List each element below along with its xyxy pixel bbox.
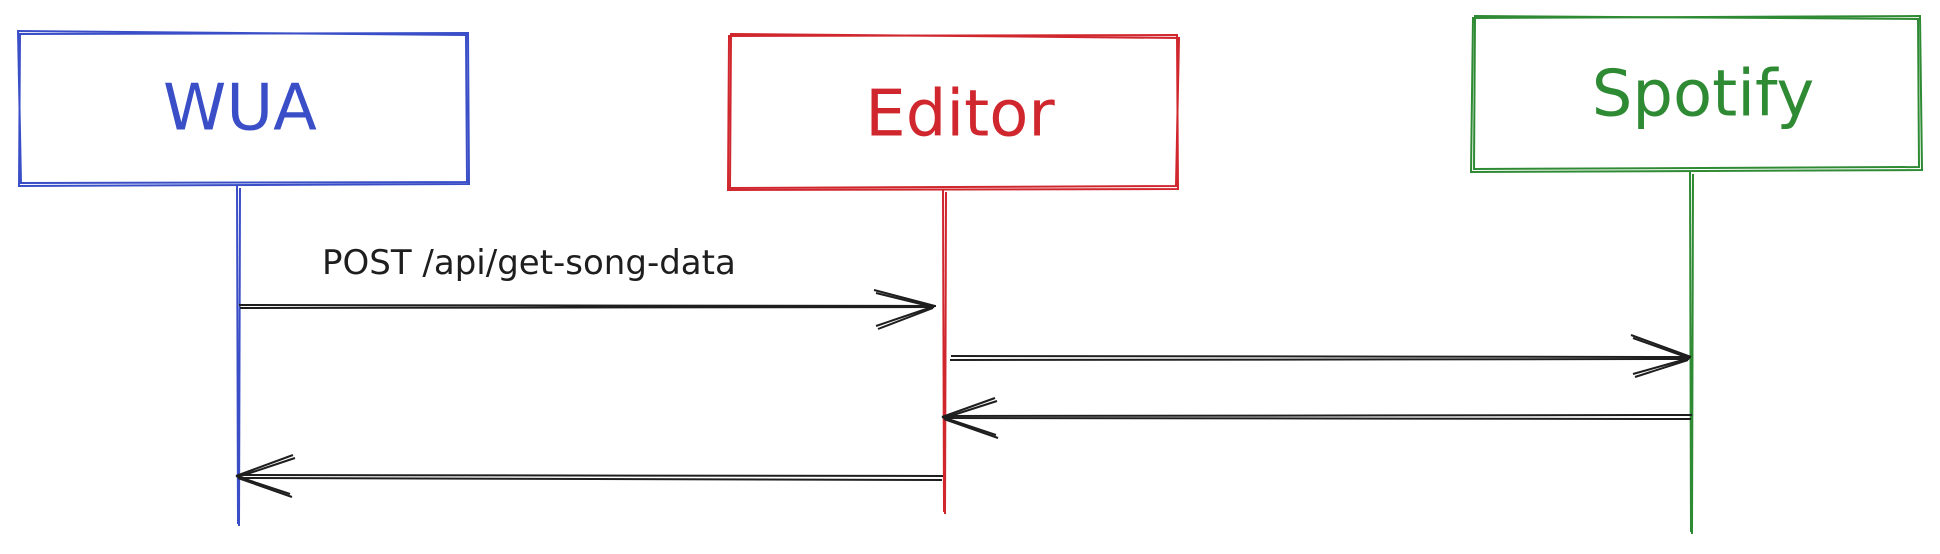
- message-spotify-to-editor[interactable]: [941, 397, 1693, 439]
- arrowhead-right-icon: [873, 289, 936, 330]
- actor-spotify-box: [1469, 14, 1924, 174]
- message-arrow-line: [949, 355, 1692, 361]
- actor-editor-lifeline: [942, 189, 947, 515]
- message-arrow-line: [238, 304, 937, 309]
- message-arrow-line: [237, 474, 944, 481]
- arrowhead-right-icon: [1630, 334, 1692, 378]
- actor-editor[interactable]: Editor: [726, 32, 1181, 515]
- actor-wua[interactable]: WUA: [16, 29, 471, 527]
- message-editor-to-spotify[interactable]: [949, 334, 1692, 378]
- arrowhead-left-icon: [235, 454, 296, 498]
- actor-editor-box: [726, 32, 1181, 192]
- actor-editor-label: Editor: [865, 78, 1055, 152]
- actor-spotify-lifeline: [1689, 171, 1694, 535]
- actor-wua-label: WUA: [163, 72, 317, 146]
- message-wua-to-editor[interactable]: POST /api/get-song-data: [238, 243, 937, 330]
- actor-wua-lifeline: [236, 185, 241, 527]
- message-label-post-get-song-data: POST /api/get-song-data: [322, 243, 736, 283]
- actor-spotify[interactable]: Spotify: [1469, 14, 1924, 535]
- actor-wua-box: [16, 29, 471, 188]
- arrowhead-left-icon: [941, 397, 999, 439]
- message-editor-to-wua[interactable]: [235, 454, 944, 498]
- actor-spotify-label: Spotify: [1592, 58, 1815, 132]
- message-arrow-line: [943, 414, 1693, 420]
